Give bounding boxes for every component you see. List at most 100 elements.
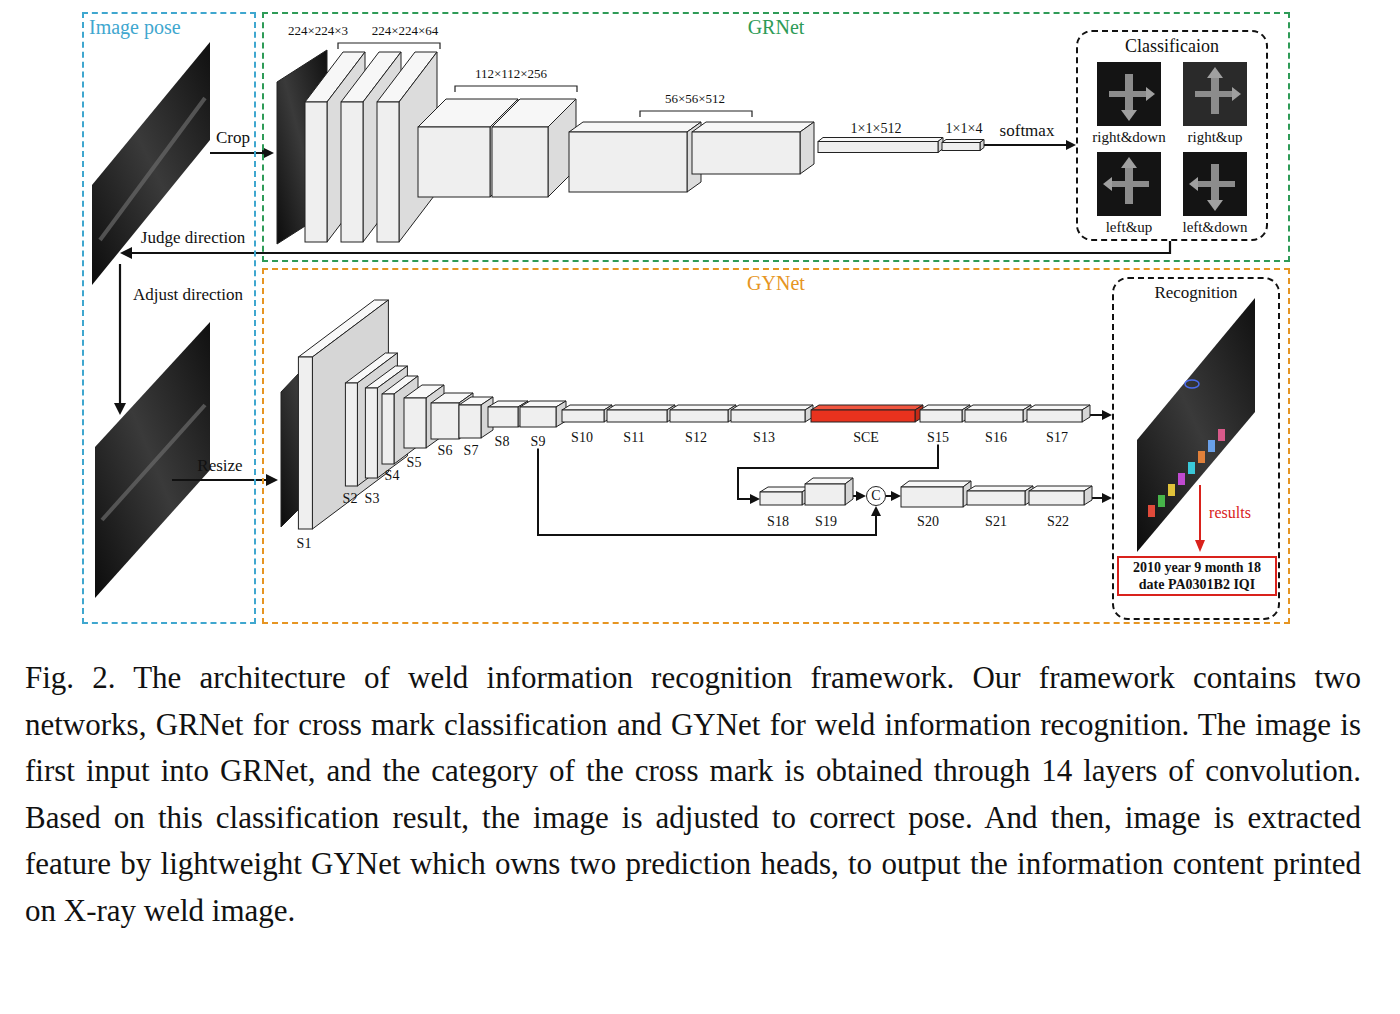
detection-box — [1208, 440, 1215, 452]
block-front — [731, 410, 805, 422]
arrow-head — [120, 247, 132, 259]
block-front — [942, 142, 980, 150]
block-top — [1027, 405, 1090, 410]
layer-block: SCE — [811, 405, 923, 445]
layer-label: S17 — [1046, 430, 1068, 445]
block-top — [670, 405, 736, 410]
panel-title: Recognition — [1114, 283, 1278, 303]
block-front — [488, 407, 518, 427]
block-front — [298, 357, 312, 529]
layer-label: S12 — [685, 430, 707, 445]
detection-box — [1158, 495, 1165, 507]
network-region: GRNet1×1×5121×1×4Classificaionright&down… — [262, 12, 1290, 262]
block-top — [731, 405, 813, 410]
resize-arrow — [172, 479, 268, 481]
bracket — [338, 43, 440, 49]
arrow-head — [1102, 493, 1112, 503]
layer-label: S11 — [623, 430, 644, 445]
region-title: GYNet — [264, 272, 1288, 295]
layer-block: S16 — [965, 405, 1031, 445]
layer-label: S22 — [1047, 514, 1069, 529]
layer-label: S5 — [407, 455, 422, 470]
layer-label: S16 — [985, 430, 1007, 445]
connector-line — [886, 495, 891, 497]
block-front — [811, 410, 915, 422]
layer-block: S19 — [805, 478, 853, 529]
class-label: left&down — [1183, 219, 1248, 236]
bracket — [640, 111, 752, 117]
layer-block: S12 — [670, 405, 736, 445]
block-front — [760, 492, 802, 505]
arrow-head — [266, 474, 278, 486]
block-shape — [818, 137, 943, 152]
layer-label: S7 — [464, 443, 479, 458]
block-shape — [520, 401, 566, 427]
figure-caption: Fig. 2. The architecture of weld informa… — [25, 655, 1361, 934]
cross-head — [1121, 110, 1137, 121]
block-front — [818, 141, 938, 152]
layer-block: S11 — [607, 405, 675, 445]
conv-slab — [305, 52, 814, 242]
class-tile: right&down — [1091, 62, 1166, 146]
results-arrow — [1199, 485, 1201, 542]
block-front — [607, 410, 667, 422]
block-front — [382, 394, 394, 464]
block-top — [811, 405, 923, 410]
block-shape — [731, 405, 813, 422]
annotation-label: Judge direction — [141, 228, 245, 248]
connector — [886, 491, 901, 501]
block-front — [404, 398, 426, 448]
block-top — [901, 481, 971, 487]
layer-label: S13 — [753, 430, 775, 445]
arrow-head — [856, 491, 866, 501]
annotation-label: Resize — [197, 456, 242, 476]
block-shape — [901, 481, 971, 507]
block-shape — [760, 487, 810, 505]
layer-label: S2 — [343, 491, 358, 506]
cross-bar — [1195, 91, 1235, 97]
layer-label: S4 — [385, 468, 400, 483]
arrow-head — [1066, 140, 1076, 150]
block-top — [818, 137, 943, 141]
layer-block: S13 — [731, 405, 813, 445]
block-side — [845, 478, 853, 505]
image-ground — [1183, 152, 1247, 216]
block-top — [967, 486, 1033, 491]
annotation-label: results — [1209, 504, 1251, 522]
block-front — [967, 491, 1025, 505]
layer-label: S8 — [495, 434, 510, 449]
recognized-image — [1137, 298, 1255, 552]
connector — [1090, 410, 1112, 420]
block-shape — [920, 405, 970, 422]
annotation-label: 56×56×512 — [665, 91, 725, 107]
result-text: 2010 year 9 month 18 date PA0301B2 IQI — [1122, 559, 1272, 593]
cross-head — [1207, 67, 1223, 78]
layer-label: S20 — [917, 514, 939, 529]
flow-arrows — [120, 153, 1170, 480]
block-front — [670, 410, 728, 422]
block-shape — [1027, 405, 1090, 422]
block-front — [965, 410, 1023, 422]
image-ground — [1097, 62, 1161, 126]
arrow-heads — [114, 147, 278, 486]
cross-mark-image — [1097, 62, 1161, 126]
connector — [984, 140, 1076, 150]
weld-image-adjusted — [95, 322, 210, 598]
cube-front — [492, 127, 548, 197]
layer-label: SCE — [853, 430, 879, 445]
connector-line — [538, 449, 876, 536]
cross-bar — [1109, 91, 1149, 97]
block-front — [569, 132, 687, 192]
connector — [853, 491, 866, 501]
layer-block: S21 — [967, 486, 1033, 529]
output-panel: Classificaionright&downright&upleft&uple… — [1076, 30, 1268, 241]
block-shape — [811, 405, 923, 422]
detection-box — [1188, 462, 1195, 474]
class-label: right&up — [1188, 129, 1243, 146]
cross-head — [1146, 87, 1155, 101]
block-shape — [670, 405, 736, 422]
detection-boxes — [1148, 429, 1225, 517]
detection-box — [1168, 484, 1175, 496]
block-shape — [562, 405, 612, 422]
annotation-label: Adjust direction — [133, 285, 243, 305]
